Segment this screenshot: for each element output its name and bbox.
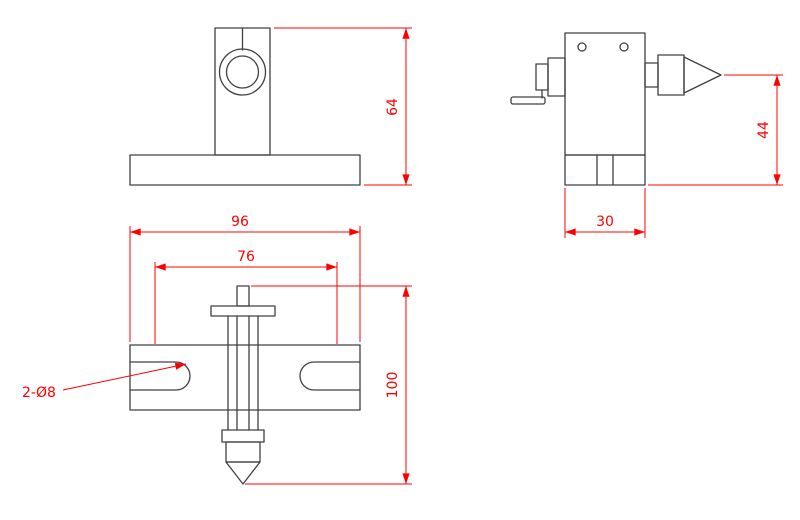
mount-hole-left [577,42,587,52]
dim-label-side-base-width: 30 [596,214,614,230]
spindle-collar [547,57,566,97]
callout-slot-holes: 2-Ø8 [22,362,187,401]
mount-hole-right [619,42,629,52]
side-view [510,32,722,186]
dim-assembly-height: 100 [245,285,412,485]
center-cylinder [657,54,685,96]
point-cone [225,461,261,485]
dim-slot-span: 76 [154,249,338,344]
dim-plate-width: 96 [129,214,361,342]
center-cone [683,56,722,94]
screw-stem [236,285,250,307]
plan-plate [129,344,361,411]
side-body [564,32,646,156]
callout-label-slot-holes: 2-Ø8 [22,385,56,401]
plan-slot-right [299,361,361,391]
side-base [564,154,646,186]
front-boss-outer-circle [218,48,267,96]
crank-handle [510,96,546,105]
spindle-shaft [535,63,549,91]
dim-label-side-point-height: 44 [756,121,772,139]
dim-label-slot-span: 76 [237,249,255,265]
front-view [129,27,361,186]
center-neck [644,62,659,88]
dim-label-assembly-height: 100 [385,372,401,399]
front-base-plate [129,154,361,186]
point-barrel [225,441,261,463]
dim-side-base-width: 30 [564,188,646,238]
front-boss-inner-circle [225,55,260,89]
dim-side-point-height: 44 [648,74,783,186]
screw-cap [210,305,276,317]
plan-slot-left [129,361,191,391]
dim-label-plate-width: 96 [231,214,249,230]
dim-label-front-height: 64 [385,98,401,116]
leader-line [62,362,187,391]
plan-view [129,285,361,485]
point-collar [221,429,265,443]
dim-front-height: 64 [274,27,412,186]
